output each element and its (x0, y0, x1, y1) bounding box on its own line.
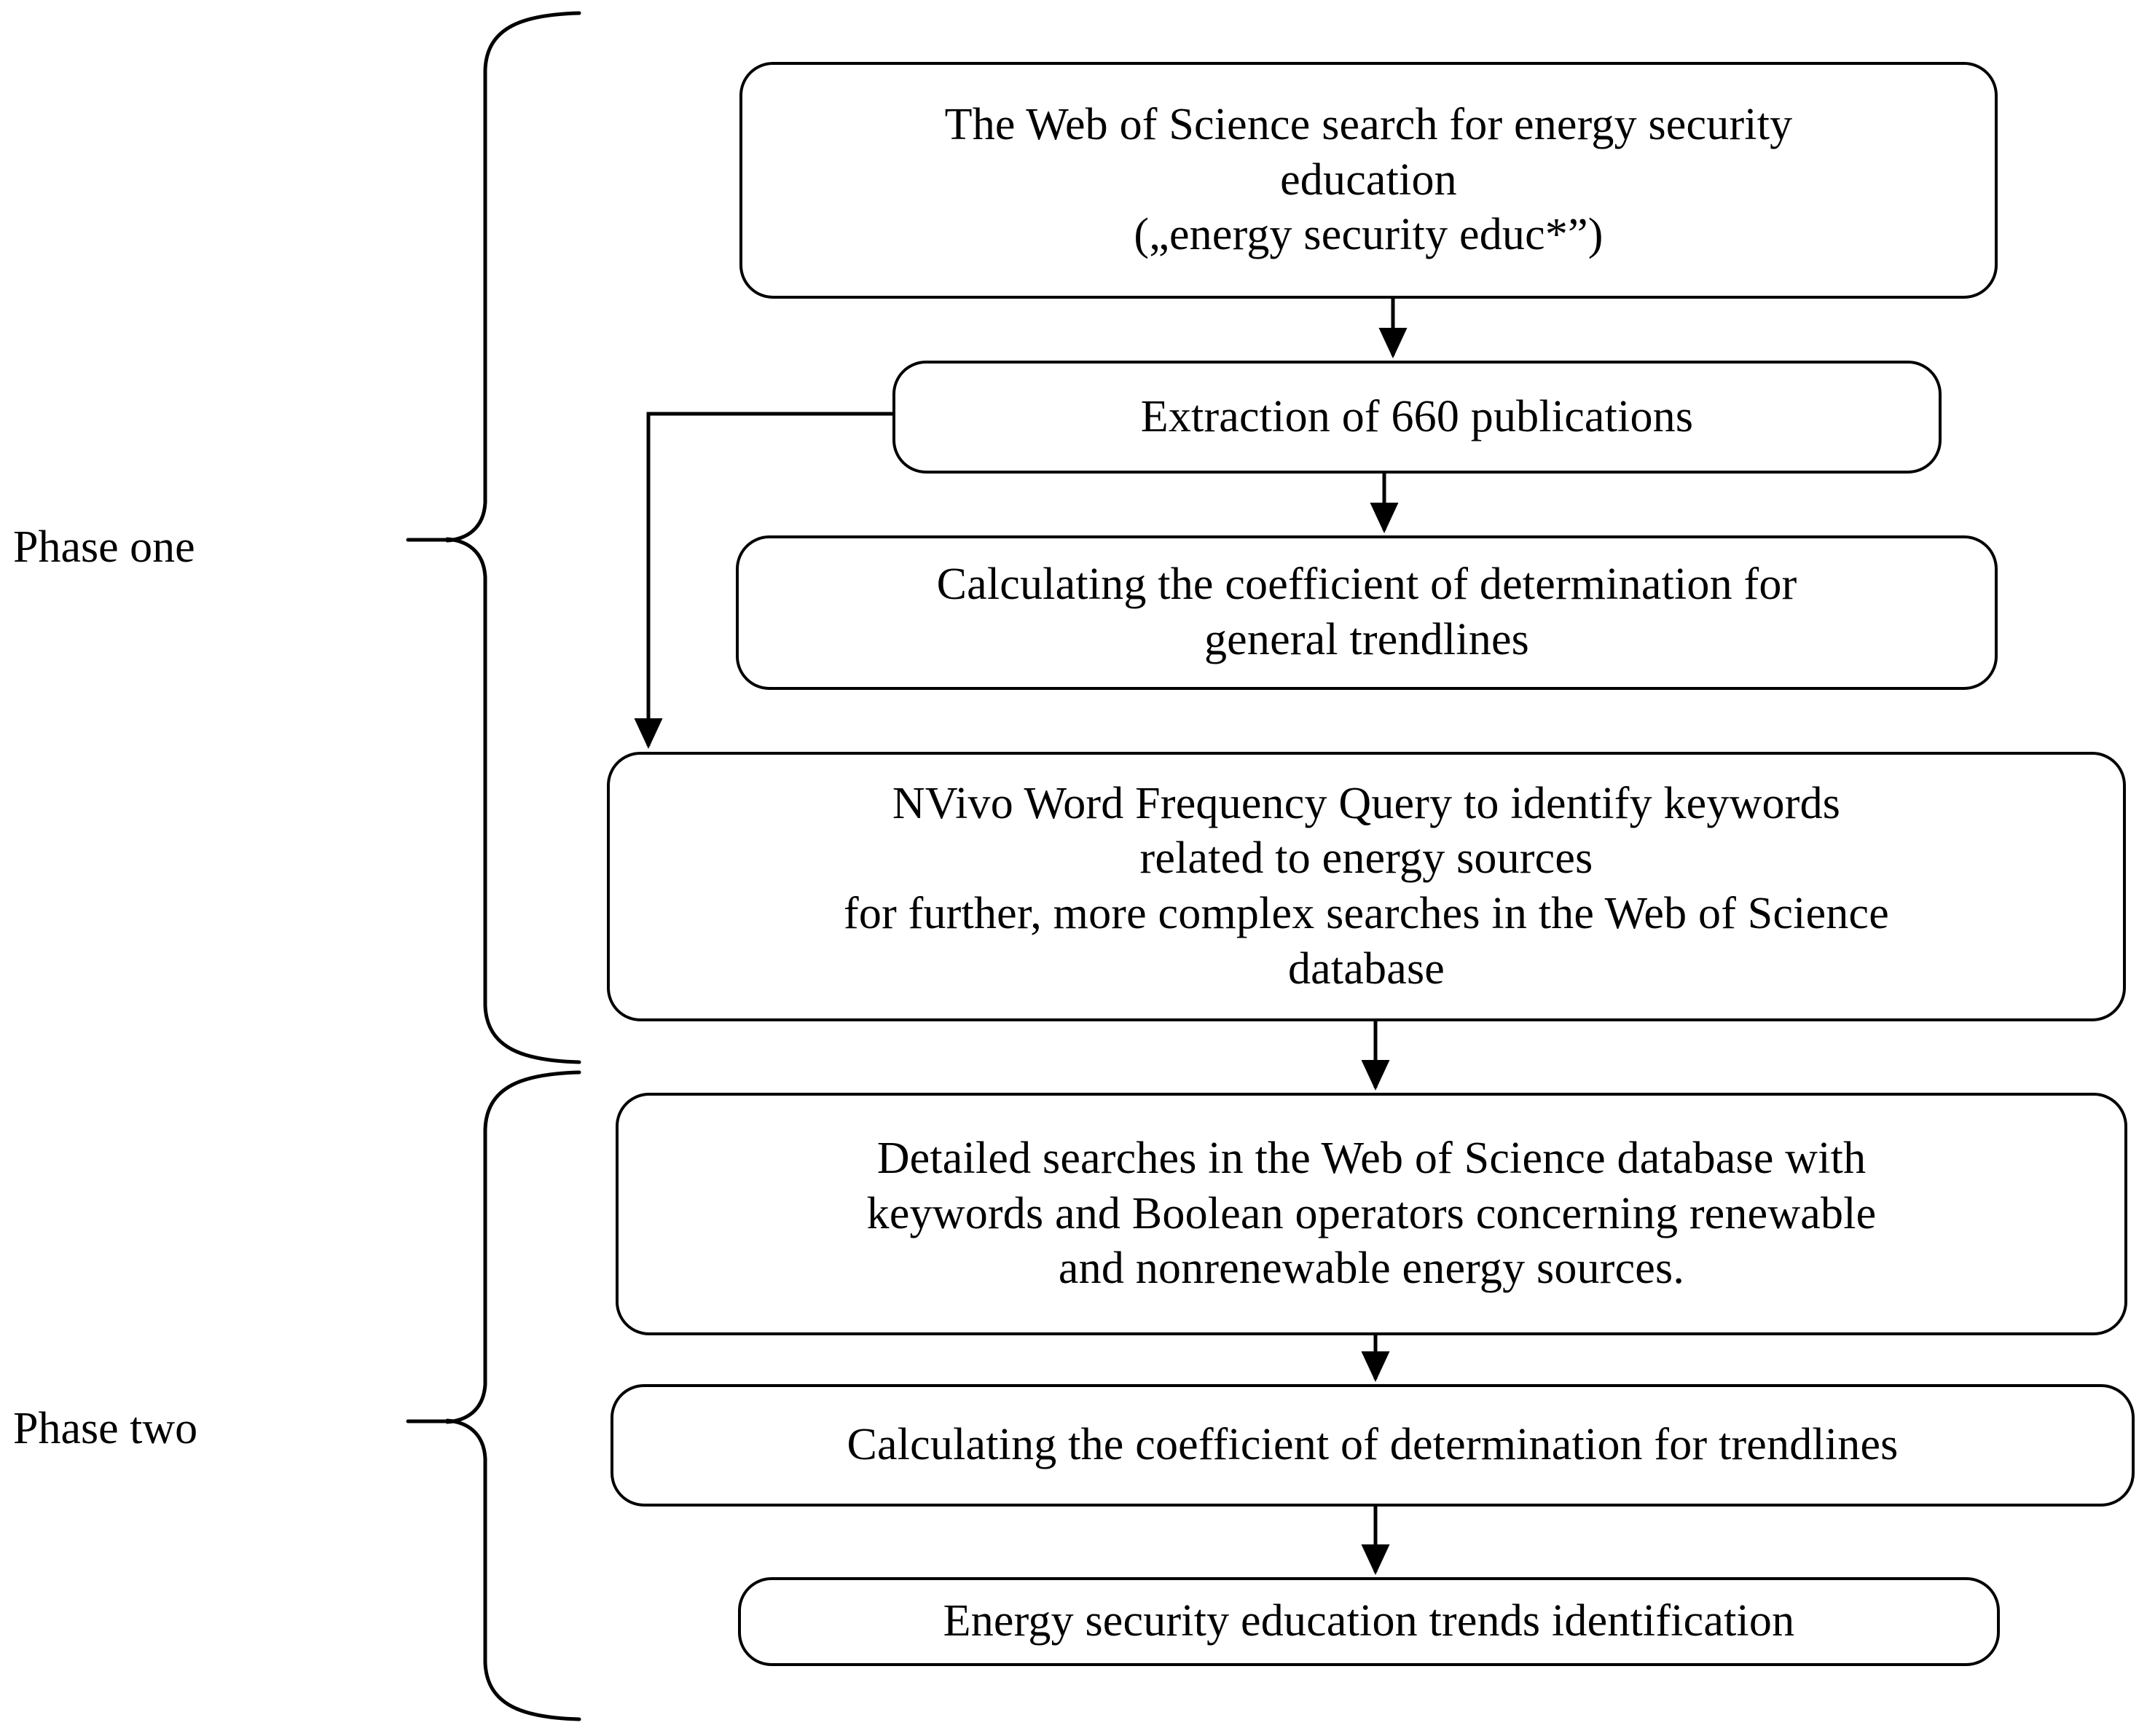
node-web-of-science-search[interactable]: The Web of Science search for energy sec… (739, 62, 1998, 299)
node-trends-identification[interactable]: Energy security education trends identif… (738, 1577, 2000, 1666)
phase-two-brace (406, 1070, 581, 1721)
connector-extraction-to-nvivo (634, 412, 892, 750)
node-nvivo-word-frequency-query[interactable]: NVivo Word Frequency Query to identify k… (607, 752, 2126, 1021)
phase-one-brace (406, 11, 581, 1064)
node-detailed-searches[interactable]: Detailed searches in the Web of Science … (616, 1093, 2127, 1335)
phase-one-label: Phase one (13, 522, 195, 572)
phase-two-label: Phase two (13, 1404, 198, 1453)
node-coefficient-trendlines[interactable]: Calculating the coefficient of determina… (611, 1384, 2135, 1507)
node-extraction-660-publications[interactable]: Extraction of 660 publications (892, 361, 1942, 474)
node-coefficient-general-trendlines[interactable]: Calculating the coefficient of determina… (736, 535, 1998, 690)
